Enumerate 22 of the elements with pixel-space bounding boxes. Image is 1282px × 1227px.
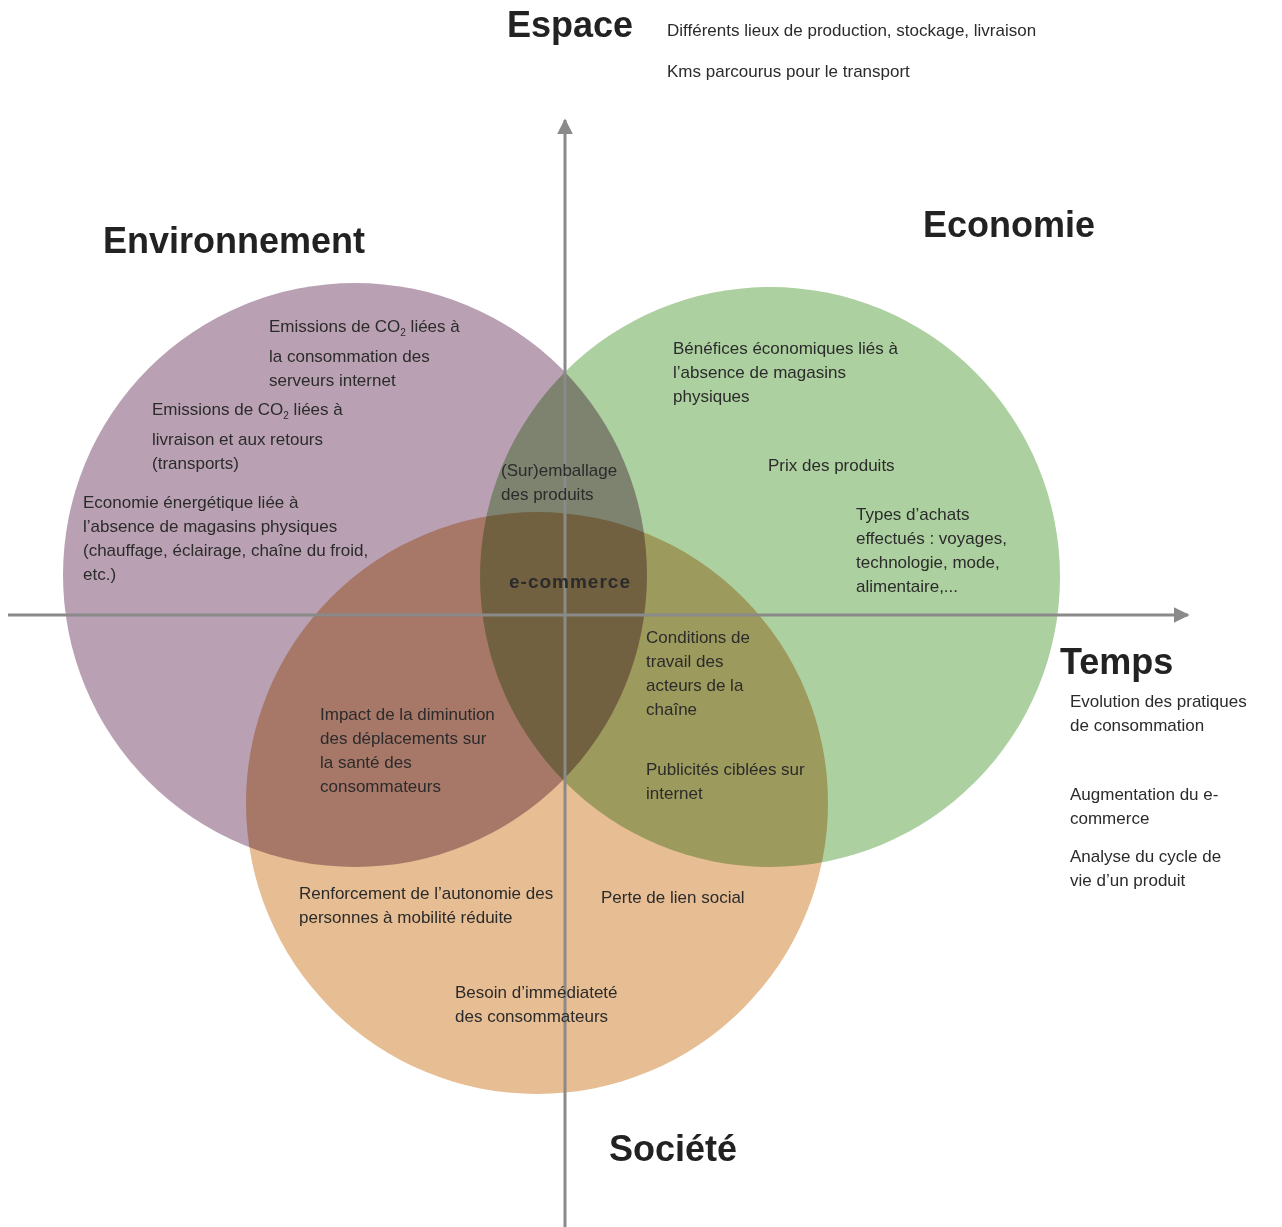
note: Augmentation du e-commerce (1070, 784, 1220, 830)
region-text: Economie énergétique liée à l’absence de magasins physiques (chauffage, éclairage, chaîne du froid, etc.) (83, 492, 370, 586)
axis-title: Temps (1060, 641, 1174, 683)
note: Evolution des pratiques de consommation (1070, 691, 1248, 737)
region-text: Types d’achats effectués : voyages, technologie, mode, alimentaire,... (856, 504, 1008, 598)
region-text: Prix des produits (768, 455, 895, 477)
region-text: Conditions de travail des acteurs de la chaîne (646, 627, 751, 721)
axis-title: Espace (507, 4, 634, 46)
note: Différents lieux de production, stockage, livraison (667, 20, 1037, 42)
region-text: Renforcement de l’autonomie des personnes à mobilité réduite (299, 883, 554, 929)
region-text: Publicités ciblées sur internet (646, 759, 806, 805)
region-text: (Sur)emballage des produits (501, 460, 619, 506)
note: Kms parcourus pour le transport (667, 61, 910, 83)
note: Analyse du cycle de vie d’un produit (1070, 846, 1223, 892)
region-text: Besoin d’immédiateté des consommateurs (455, 982, 619, 1028)
region-text: Perte de lien social (601, 887, 745, 909)
region-text: Bénéfices économiques liés à l’absence de magasins physiques (673, 338, 899, 408)
circle-heading: Société (609, 1128, 738, 1170)
circle-heading: Economie (923, 204, 1096, 246)
circle-heading: Environnement (103, 220, 366, 262)
region-text: Impact de la diminution des déplacements sur la santé des consommateurs (320, 704, 496, 798)
region-text: Emissions de CO$_{2}$ liées à livraison et aux retours (transports) (152, 399, 344, 476)
